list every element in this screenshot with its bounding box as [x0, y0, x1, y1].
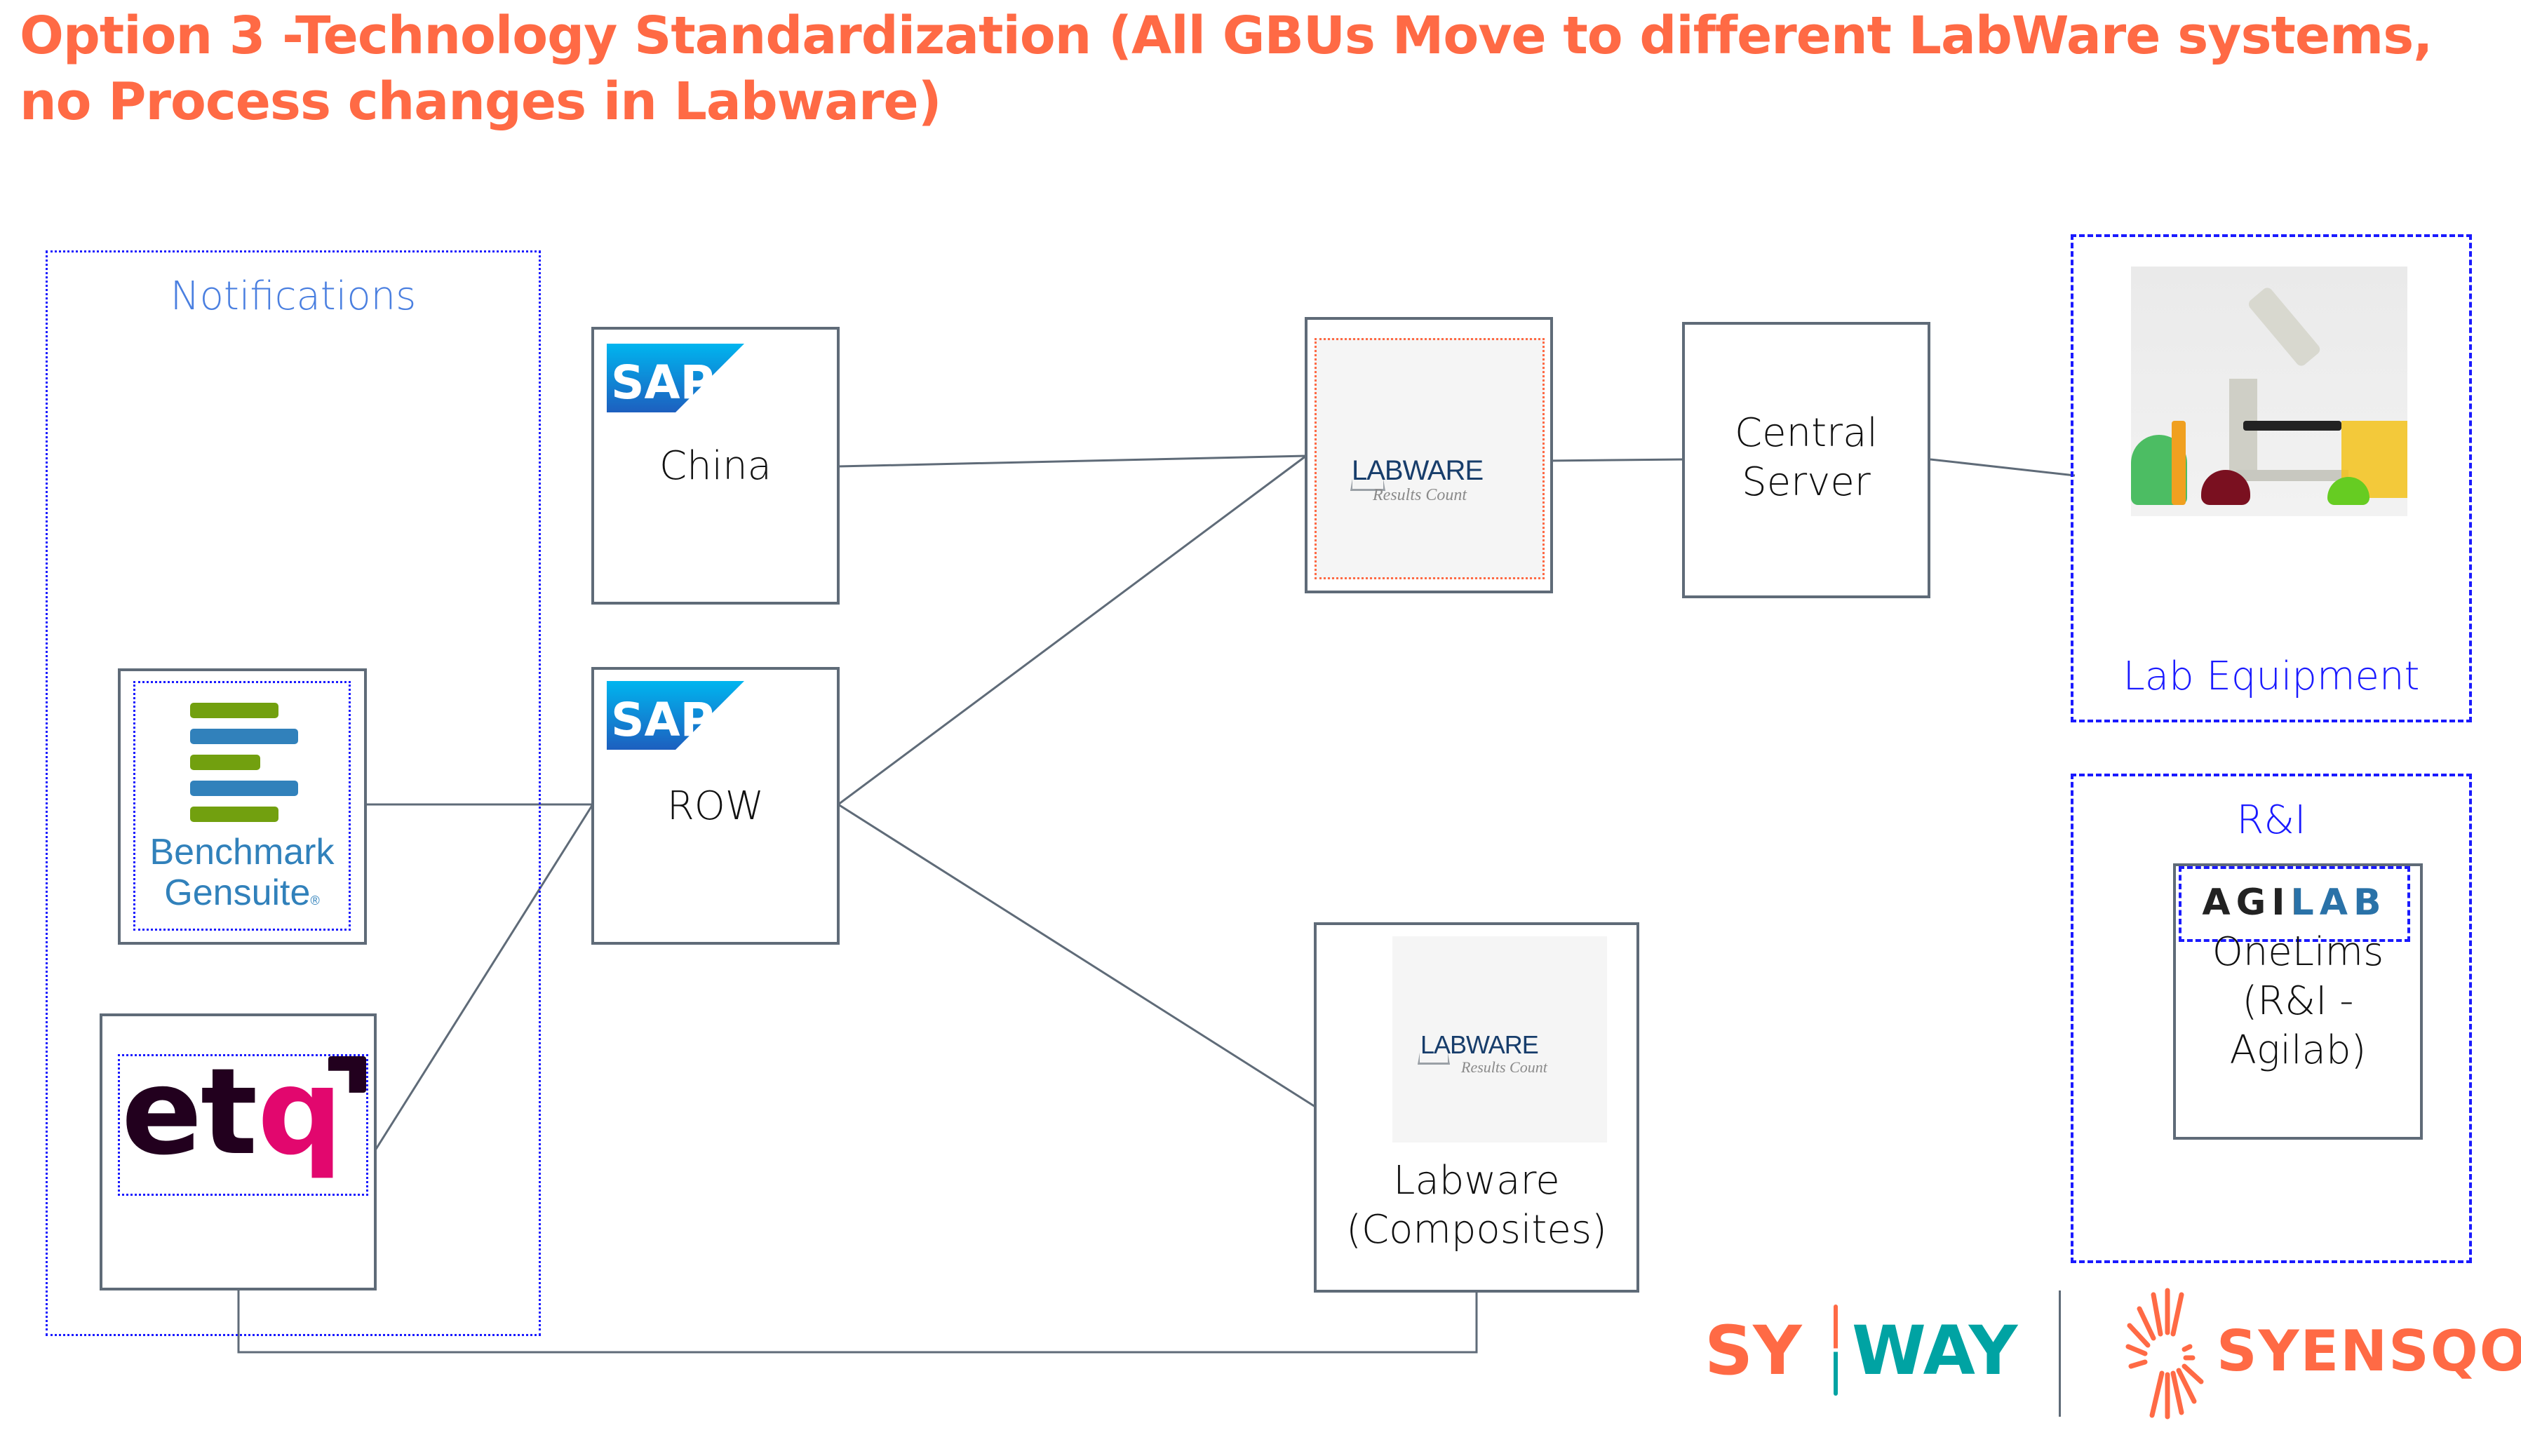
agilab-logo: AGILAB — [2179, 866, 2410, 942]
connector-china-labware — [838, 454, 1307, 468]
labware-composites-label-1: Labware — [1393, 1158, 1560, 1204]
onelims-node[interactable]: AGILAB OneLims (R&I - Agilab) — [2173, 863, 2423, 1140]
central-server-label-2: Server — [1742, 459, 1871, 505]
syensqo-burst-icon — [2125, 1288, 2204, 1420]
benchmark-text-2: Gensuite® — [164, 872, 320, 913]
central-server-label-1: Central — [1735, 410, 1878, 456]
benchmark-bar-4 — [190, 781, 298, 796]
svg-text:SAP: SAP — [611, 356, 714, 410]
benchmark-bar-5 — [190, 807, 278, 822]
syensqo-logo: SYENSQO — [2111, 1283, 2521, 1424]
onelims-label-2: (R&I - — [2242, 978, 2354, 1024]
sap-china-label: China — [659, 443, 772, 489]
lab-equipment-group: Lab Equipment — [2071, 234, 2472, 722]
rni-group: R&I AGILAB OneLims (R&I - Agilab) — [2071, 774, 2472, 1263]
flask-lime — [2327, 477, 2369, 505]
benchmark-bar-1 — [190, 703, 278, 718]
connector-row-composites — [838, 803, 1316, 1108]
sap-logo: SAP — [607, 681, 744, 750]
brand-separator — [2059, 1290, 2061, 1417]
sap-china-node[interactable]: SAP China — [591, 327, 840, 605]
sap-row-node[interactable]: SAP ROW — [591, 667, 840, 945]
benchmark-text-1: Benchmark — [149, 832, 335, 872]
sap-row-label: ROW — [666, 783, 765, 829]
sap-logo: SAP — [607, 344, 744, 412]
svg-text:SAP: SAP — [611, 693, 714, 747]
benchmark-bar-3 — [190, 755, 260, 770]
lab-equipment-image — [2131, 267, 2407, 516]
lab-equipment-label: Lab Equipment — [2123, 654, 2420, 699]
central-server-node[interactable]: Central Server — [1682, 322, 1930, 598]
page-title: Option 3 -Technology Standardization (Al… — [20, 6, 2433, 132]
onelims-label-3: Agilab) — [2229, 1027, 2367, 1073]
connector-row-labware — [838, 454, 1307, 806]
etq-logo: e t q — [118, 1043, 368, 1196]
labware-composites-node[interactable]: LABWARE Results Count Labware (Composite… — [1314, 922, 1639, 1293]
labware-composites-label-2: (Composites) — [1346, 1207, 1607, 1253]
connector-central-labequip — [1930, 458, 2076, 477]
connector-labware-central — [1545, 458, 1686, 462]
benchmark-bar-2 — [190, 729, 298, 744]
syway-divider-icon — [1834, 1305, 1838, 1396]
labware-central-node[interactable]: LABWARE Results Count — [1305, 317, 1553, 593]
notifications-group: Notifications — [46, 250, 541, 1336]
benchmark-gensuite-node[interactable]: Benchmark Gensuite® — [118, 668, 367, 945]
microscope-icon — [2215, 285, 2348, 481]
syway-logo: SY WAY — [1705, 1305, 2027, 1396]
benchmark-logo: Benchmark Gensuite® — [133, 681, 351, 931]
labware-logo: LABWARE Results Count — [1315, 338, 1545, 579]
onelims-label-1: OneLims — [2212, 929, 2384, 975]
etq-node[interactable]: e t q — [100, 1013, 377, 1290]
flask-red — [2201, 470, 2250, 505]
tube-orange — [2172, 421, 2186, 505]
labware-logo: LABWARE Results Count — [1392, 936, 1607, 1142]
notifications-label: Notifications — [170, 274, 417, 319]
rni-label: R&I — [2236, 797, 2306, 843]
